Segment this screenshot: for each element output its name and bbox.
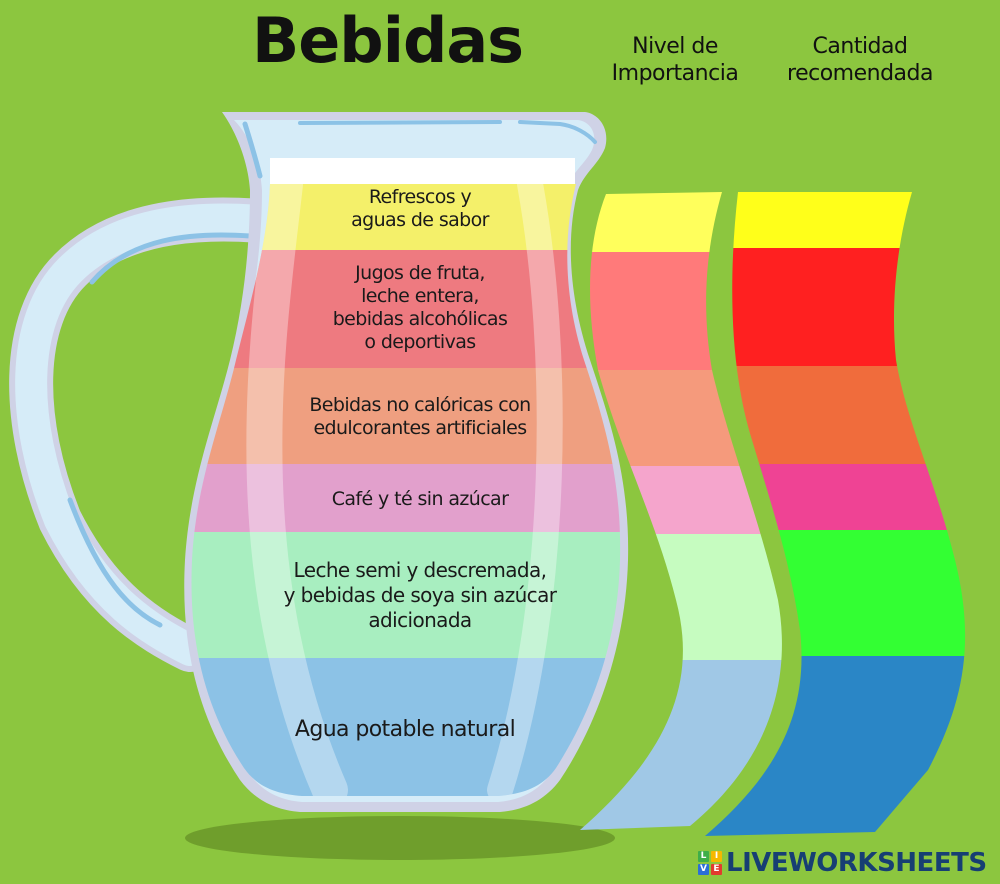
- jug-layer-noncaloric: [191, 368, 621, 464]
- label-juices: Jugos de fruta, leche entera, bebidas al…: [332, 262, 508, 353]
- logo-text: LIVEWORKSHEETS: [726, 848, 987, 878]
- label-noncaloric: Bebidas no calóricas con edulcorantes ar…: [309, 394, 531, 439]
- page-title: Bebidas: [252, 4, 524, 77]
- jug-handle: [9, 197, 294, 672]
- label-water: Agua potable natural: [294, 717, 516, 742]
- liveworksheets-logo: L I V E LIVEWORKSHEETS: [698, 847, 987, 879]
- amount-level-2: [705, 248, 966, 366]
- amount-level-1: [705, 192, 966, 248]
- jug-layer-water: [191, 658, 621, 796]
- label-sodas: Refrescos y aguas de sabor: [351, 186, 489, 231]
- amount-level-3: [705, 366, 966, 464]
- recommended-amount-column-header: Cantidad recomendada: [787, 34, 933, 86]
- jug-layer-juices: [191, 250, 621, 368]
- label-milk-soy: Leche semi y descremada, y bebidas de so…: [283, 558, 557, 632]
- jug-shadow: [185, 816, 615, 860]
- jug-layer-milk: [191, 532, 621, 658]
- jug-layer-coffee-tea: [191, 464, 621, 532]
- label-coffee-tea: Café y té sin azúcar: [331, 488, 509, 510]
- logo-blocks-icon: L I V E: [698, 851, 722, 875]
- importance-column-header: Nivel de Importancia: [611, 34, 739, 86]
